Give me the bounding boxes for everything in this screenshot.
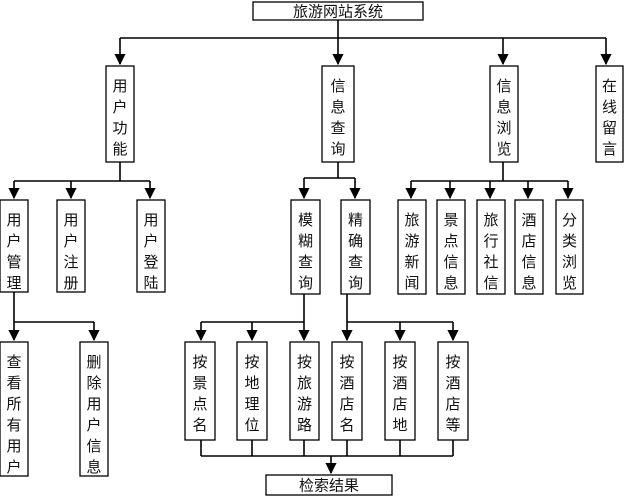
fuzzy-query-label: 模糊查询 [298,211,313,292]
delete-user-info-label: 删除用户信息 [86,353,101,476]
user-management-label: 用户管理 [6,211,21,292]
exact-query-label: 精确查询 [348,211,363,292]
system-title-box [252,1,424,21]
info-browse-box [489,65,519,163]
by-hotel-name: 按酒店名 [331,341,363,441]
by-location: 按地理位 [236,341,268,441]
system-title: 旅游网站系统 [252,1,424,21]
info-query: 信息查询 [321,65,355,163]
by-hotel-grade-label: 按酒店等 [445,353,460,434]
category-browse: 分类浏览 [555,199,584,295]
user-register-box [56,199,86,293]
info-browse: 信息浏览 [489,65,519,163]
by-route: 按旅游路 [289,341,320,441]
exact-query: 精确查询 [340,199,371,295]
user-login-label: 用户登陆 [143,211,158,292]
travel-agency-info-box [476,199,506,295]
fuzzy-query: 模糊查询 [290,199,321,295]
user-management: 用户管理 [0,199,29,293]
scenic-info-box [436,199,466,295]
search-result-box [265,474,393,496]
by-hotel-address: 按酒店地 [384,341,416,441]
travel-news-box [397,199,427,295]
view-all-users-label: 查看所有用户 [6,353,21,476]
online-message-label: 在线留言 [602,77,617,158]
by-route-label: 按旅游路 [297,353,312,434]
search-result: 检索结果 [265,474,393,496]
scenic-info: 景点信息 [436,199,466,295]
online-message: 在线留言 [595,65,624,163]
user-functions-box [105,65,135,163]
info-query-box [321,65,355,163]
user-management-box [0,199,29,293]
info-query-label: 信息查询 [330,77,345,158]
by-scenic-name-box [184,341,216,441]
hotel-info-box [514,199,544,295]
travel-news: 旅游新闻 [397,199,427,295]
online-message-box [595,65,624,163]
user-register-label: 用户注册 [63,211,78,292]
user-register: 用户注册 [56,199,86,293]
by-hotel-address-label: 按酒店地 [392,353,407,434]
system-title-label: 旅游网站系统 [293,3,383,21]
info-browse-label: 信息浏览 [496,77,511,158]
scenic-info-label: 景点信息 [443,211,458,292]
delete-user-info: 删除用户信息 [79,341,109,477]
by-location-box [236,341,268,441]
delete-user-info-box [79,341,109,477]
fuzzy-query-box [290,199,321,295]
view-all-users: 查看所有用户 [0,341,29,477]
travel-agency-info-label: 旅行社信 [483,211,498,292]
user-functions: 用户功能 [105,65,135,163]
by-hotel-grade: 按酒店等 [437,341,469,441]
user-login: 用户登陆 [136,199,166,293]
by-hotel-address-box [384,341,416,441]
category-browse-box [555,199,584,295]
user-functions-label: 用户功能 [112,77,127,158]
travel-news-label: 旅游新闻 [404,211,419,292]
by-scenic-name: 按景点名 [184,341,216,441]
hotel-info: 酒店信息 [514,199,544,295]
view-all-users-box [0,341,29,477]
by-location-label: 按地理位 [244,353,259,434]
category-browse-label: 分类浏览 [562,211,577,292]
travel-agency-info: 旅行社信 [476,199,506,295]
by-route-box [289,341,320,441]
by-hotel-name-label: 按酒店名 [339,353,354,434]
by-hotel-grade-box [437,341,469,441]
search-result-label: 检索结果 [299,477,359,495]
hotel-info-label: 酒店信息 [521,211,536,292]
user-login-box [136,199,166,293]
by-scenic-name-label: 按景点名 [192,353,207,434]
exact-query-box [340,199,371,295]
by-hotel-name-box [331,341,363,441]
